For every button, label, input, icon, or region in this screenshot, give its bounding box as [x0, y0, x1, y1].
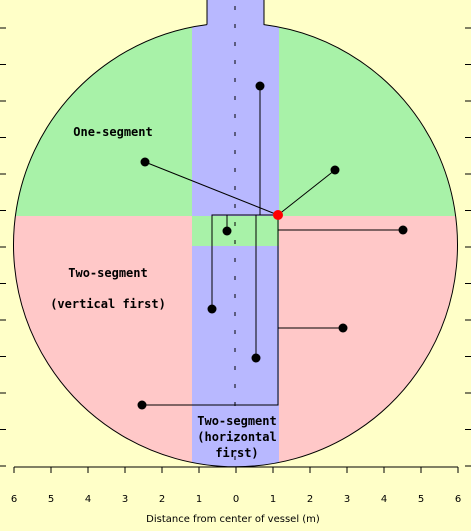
- x-axis-tick-label: 3: [344, 494, 350, 505]
- one-segment-label: One-segment: [73, 125, 152, 139]
- x-axis-tick-label: 3: [122, 494, 128, 505]
- two-segment-horizontal-sublabel: (horizontal: [197, 430, 276, 444]
- x-axis-tick-label: 2: [307, 494, 313, 505]
- x-axis-title: Distance from center of vessel (m): [146, 514, 320, 525]
- path-lines: [142, 86, 403, 406]
- sample-point: [137, 400, 147, 410]
- x-axis-tick-label: 2: [159, 494, 165, 505]
- two-segment-vertical-label: Two-segment: [68, 266, 147, 280]
- two-segment-vertical-sublabel: (vertical first): [50, 297, 166, 311]
- x-axis-tick-labels: 6 5 4 3 2 1 0 1 2 3 4 5 6: [11, 494, 461, 505]
- x-axis-tick-label: 5: [418, 494, 424, 505]
- two-segment-horizontal-sublabel-2: first): [215, 446, 258, 460]
- sample-point: [140, 157, 150, 167]
- x-axis-tick-label: 6: [11, 494, 17, 505]
- sample-point: [251, 353, 261, 363]
- path-line: [144, 161, 279, 216]
- x-axis-ticks: [13, 467, 459, 473]
- sample-point: [207, 304, 217, 314]
- sample-points: [137, 81, 408, 410]
- path-line: [277, 169, 336, 216]
- path-line: [255, 214, 278, 358]
- x-axis-tick-label: 6: [455, 494, 461, 505]
- x-axis-tick-label: 1: [196, 494, 202, 505]
- x-axis-tick-label: 4: [381, 494, 387, 505]
- sample-point: [338, 323, 348, 333]
- two-segment-horizontal-label: Two-segment: [197, 414, 276, 428]
- x-axis-tick-label: 4: [85, 494, 91, 505]
- sample-point: [222, 226, 232, 236]
- side-ticks: [0, 27, 471, 467]
- sample-point: [330, 165, 340, 175]
- sample-point: [255, 81, 265, 91]
- x-axis-tick-label: 1: [270, 494, 276, 505]
- sample-point: [398, 225, 408, 235]
- highlight-point: [273, 210, 283, 220]
- x-axis-tick-label: 5: [48, 494, 54, 505]
- path-line: [142, 215, 279, 406]
- x-axis-tick-label: 0: [233, 494, 239, 505]
